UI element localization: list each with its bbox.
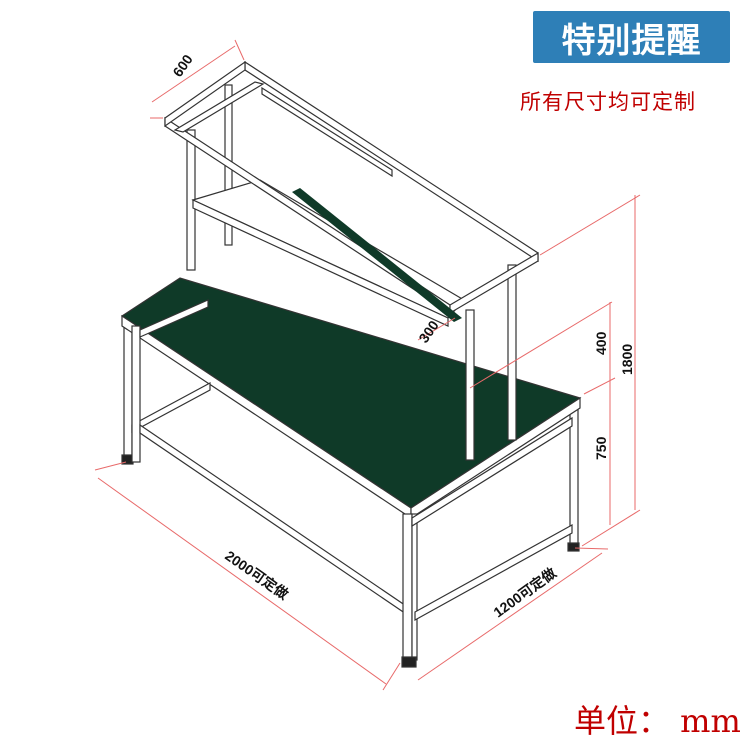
upper-shelf-frame (164, 60, 539, 461)
dim-400: 400 (593, 331, 609, 355)
dim-2000: 2000可定做 (222, 547, 292, 603)
customizable-notice: 所有尺寸均可定制 (520, 90, 696, 114)
table-lower-stretchers (131, 299, 573, 668)
special-notice-badge: 特别提醒 (533, 11, 730, 63)
shelf-dark-strip (292, 188, 462, 322)
dim-1800: 1800 (619, 344, 635, 375)
dim-750: 750 (593, 436, 609, 460)
unit-label: 单位： mm (574, 702, 741, 740)
dimension-lines (94, 39, 641, 691)
